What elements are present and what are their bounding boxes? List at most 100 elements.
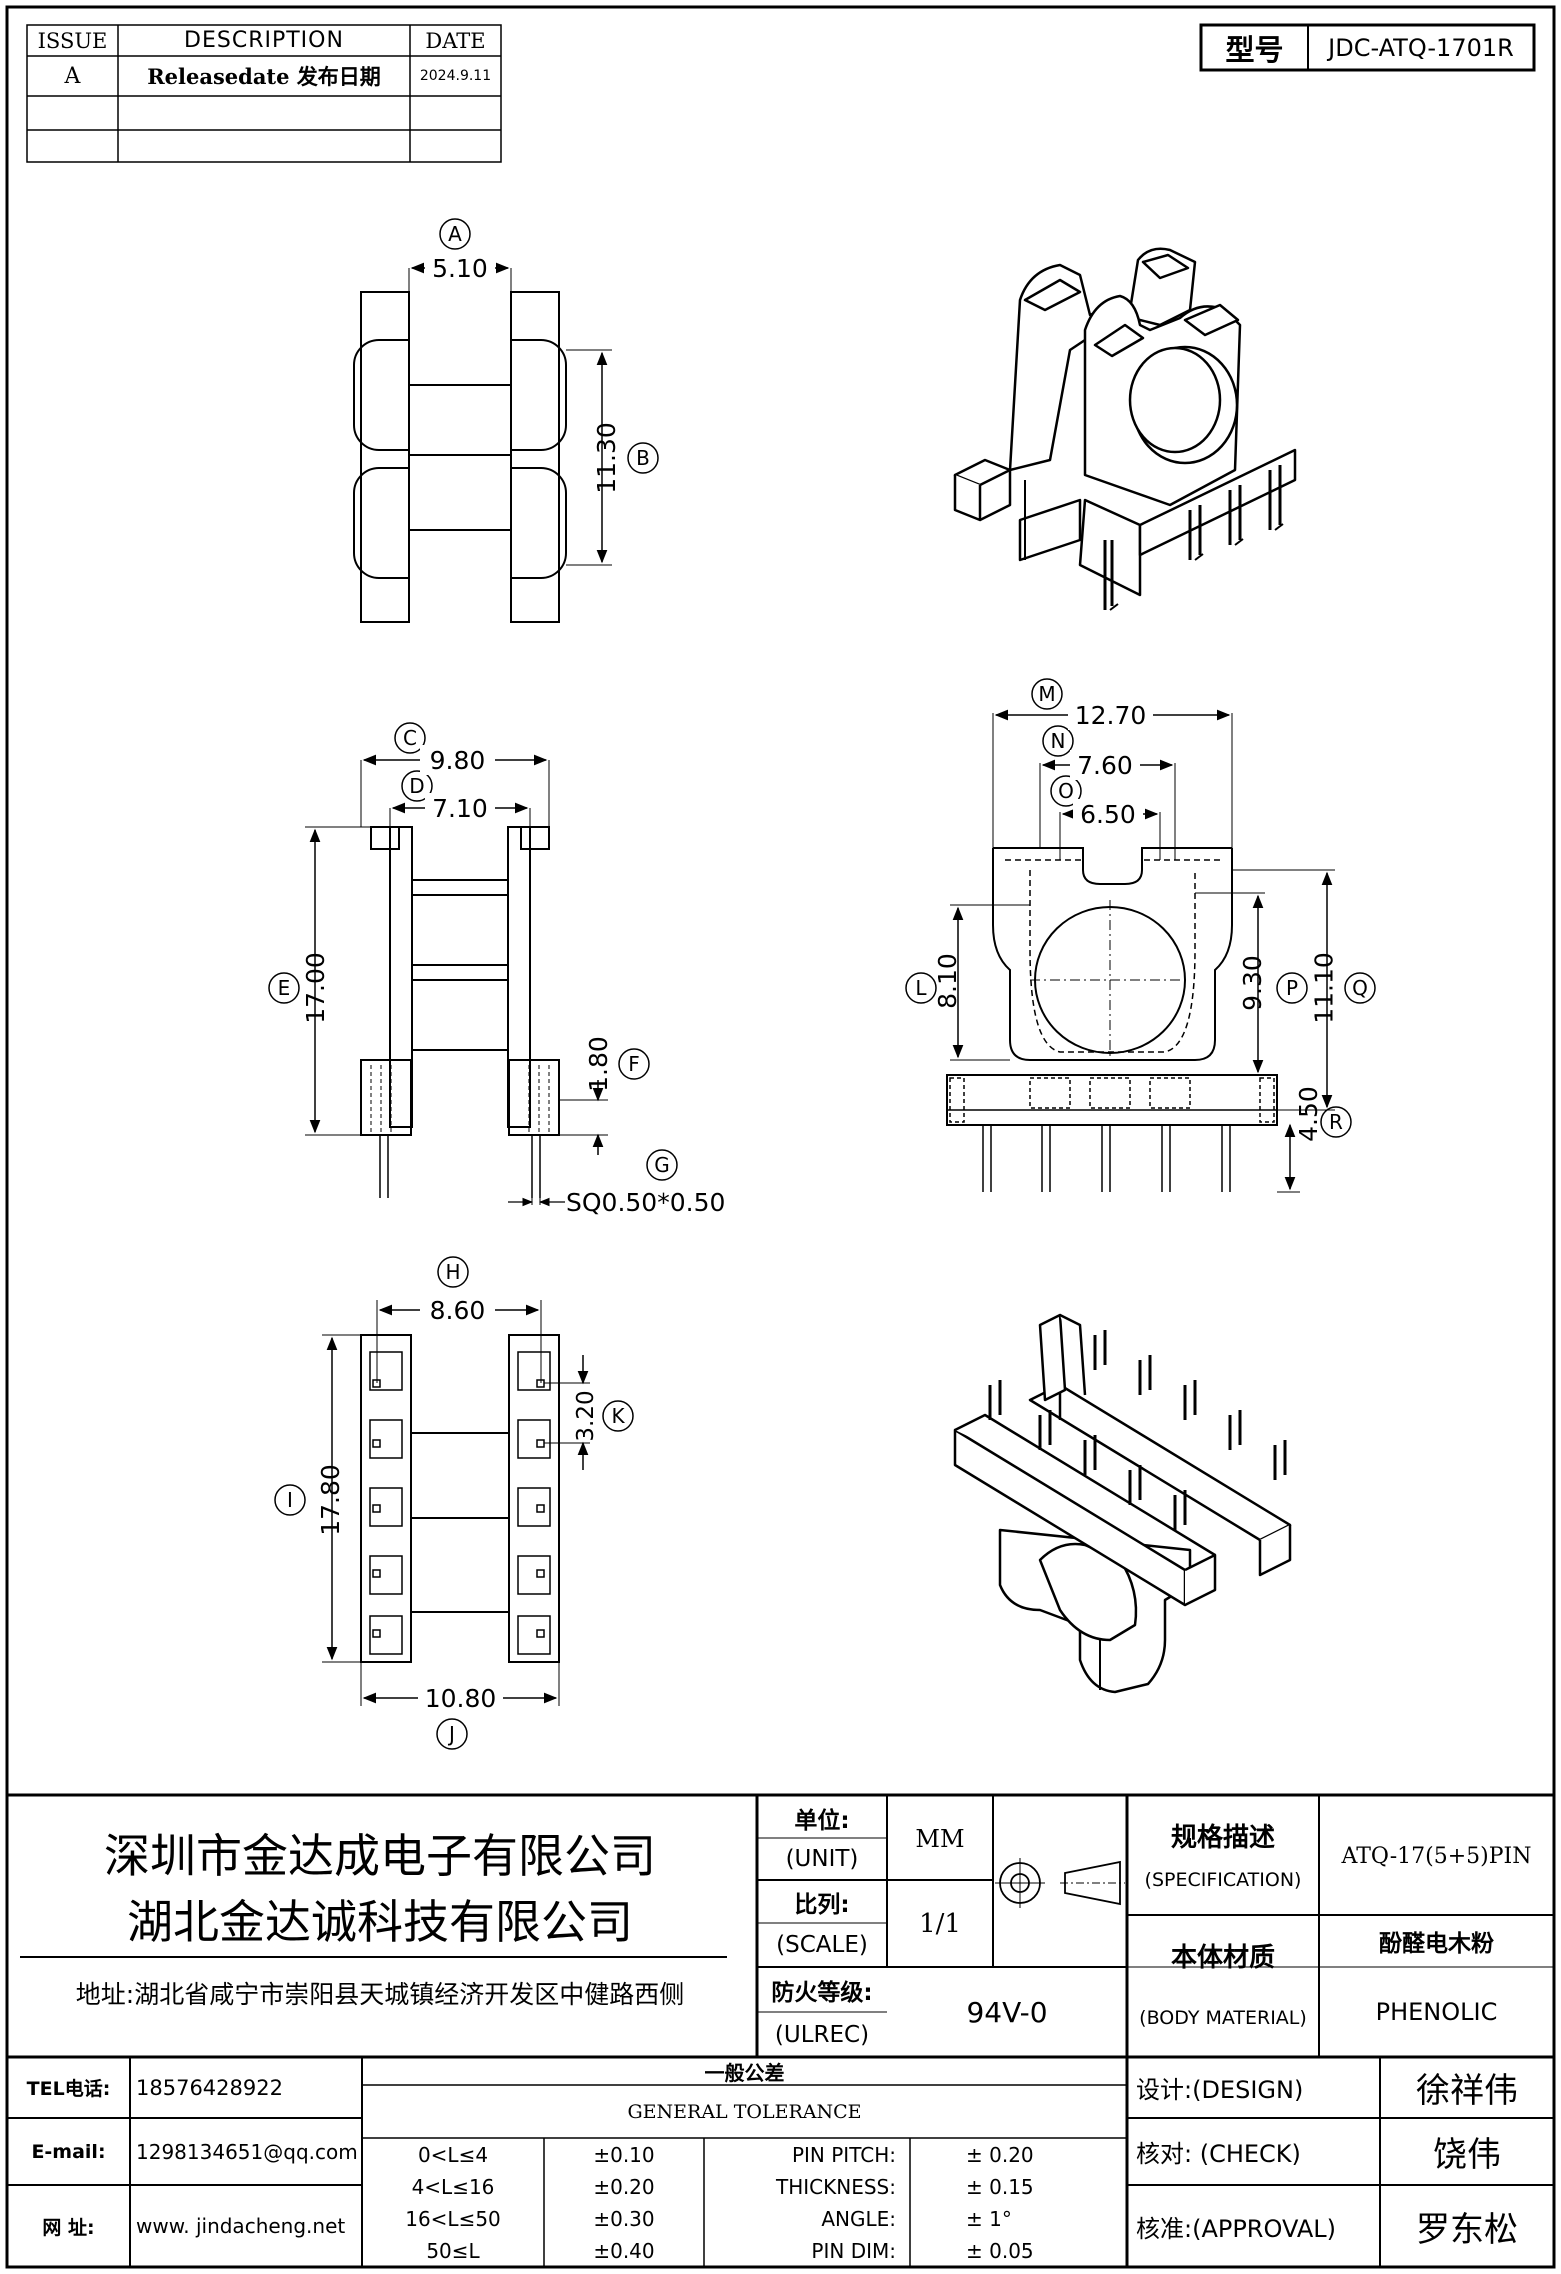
tol-item-1: PIN PITCH: [791, 2143, 896, 2167]
model-label: 型号 [1225, 32, 1284, 67]
dim-f-value: 1.80 [583, 1036, 613, 1092]
balloon-i-label: I [287, 1488, 293, 1512]
tol-item-value-1: ± 0.20 [966, 2143, 1034, 2167]
balloon-g-label: G [654, 1153, 670, 1177]
dim-a-value: 5.10 [425, 253, 495, 283]
rev-row-1-description: Releasedate 发布日期 [147, 64, 381, 89]
tol-range-3: 16<L≤50 [405, 2207, 501, 2231]
fire-value: 94V-0 [966, 1995, 1048, 2029]
email-value: 1298134651@qq.com [136, 2139, 358, 2164]
outer-frame [5, 5, 1556, 2269]
design-name: 徐祥伟 [1416, 2071, 1518, 2111]
dim-q-value: 11.10 [1309, 952, 1338, 1024]
balloon-r-label: R [1329, 1110, 1343, 1134]
dim-i-value: 17.80 [315, 1464, 345, 1536]
front-view-drawing [905, 678, 1376, 1193]
dim-n-value: 7.60 [1070, 750, 1140, 780]
scale-value: 1/1 [919, 1908, 961, 1939]
tol-value-4: ±0.40 [593, 2239, 655, 2263]
dim-b-value: 11.30 [591, 422, 621, 494]
balloon-m-label: M [1038, 682, 1056, 706]
dim-c-value: 9.80 [420, 745, 495, 775]
balloon-d-label: D [409, 774, 425, 798]
tol-value-3: ±0.30 [593, 2207, 655, 2231]
dim-m-value: 12.70 [1068, 700, 1153, 730]
approval-name: 罗东松 [1416, 2209, 1518, 2250]
dim-k-value: 3.20 [573, 1390, 599, 1442]
model-box [1199, 23, 1536, 72]
revision-table-grid [26, 24, 502, 163]
tel-value: 18576428922 [136, 2075, 283, 2100]
balloon-k-label: K [611, 1404, 625, 1428]
balloon-o-label: O [1058, 779, 1074, 803]
balloon-f-label: F [628, 1052, 640, 1076]
unit-label-en: (UNIT) [785, 1846, 859, 1872]
unit-value: MM [915, 1824, 965, 1853]
tol-item-value-2: ± 0.15 [966, 2175, 1034, 2199]
side-view-drawing [268, 722, 678, 1207]
check-label: 核对: (CHECK) [1136, 2140, 1301, 2168]
scale-label-cn: 比列: [794, 1891, 850, 1918]
company-address: 地址:湖北省咸宁市崇阳县天城镇经济开发区中健路西侧 [75, 1980, 685, 2009]
dim-p-value: 9.30 [1237, 955, 1267, 1011]
tolerance-title-cn: 一般公差 [704, 2060, 785, 2085]
tol-range-2: 4<L≤16 [411, 2175, 495, 2199]
dim-d-value: 7.10 [425, 793, 495, 823]
tol-item-4: PIN DIM: [811, 2239, 896, 2263]
balloon-j-label: J [449, 1722, 455, 1746]
balloon-b-label: B [636, 446, 650, 470]
dim-g-value: SQ0.50*0.50 [566, 1187, 726, 1217]
model-value: JDC-ATQ-1701R [1328, 33, 1514, 62]
rev-row-1-issue: A [64, 63, 81, 89]
tol-item-value-4: ± 0.05 [966, 2239, 1034, 2263]
tolerance-title-en: GENERAL TOLERANCE [627, 2100, 862, 2123]
balloon-q-label: Q [1352, 976, 1368, 1000]
web-label: 网 址: [42, 2216, 95, 2239]
tol-item-2: THICKNESS: [776, 2175, 896, 2199]
company-name-1: 深圳市金达成电子有限公司 [104, 1829, 656, 1883]
rev-header-issue: ISSUE [37, 28, 108, 53]
balloon-e-label: E [277, 976, 291, 1000]
balloon-l-label: L [915, 976, 927, 1000]
tol-range-1: 0<L≤4 [417, 2143, 489, 2167]
check-name: 饶伟 [1433, 2135, 1501, 2175]
isometric-view-top [953, 247, 1297, 611]
projection-symbol-icon [995, 1858, 1125, 1908]
company-name-2: 湖北金达诚科技有限公司 [127, 1895, 633, 1949]
material-value-cn: 酚醛电木粉 [1379, 1931, 1494, 1957]
scale-label-en: (SCALE) [776, 1932, 868, 1958]
spec-label-cn: 规格描述 [1170, 1822, 1275, 1853]
fire-label-en: (ULREC) [774, 2021, 870, 2048]
title-block-grid [7, 1795, 1554, 2267]
spec-value: ATQ-17(5+5)PIN [1341, 1843, 1532, 1869]
balloon-n-label: N [1050, 729, 1066, 753]
tol-value-1: ±0.10 [593, 2143, 655, 2167]
approval-label: 核准:(APPROVAL) [1136, 2214, 1336, 2243]
design-label: 设计:(DESIGN) [1136, 2076, 1304, 2104]
rev-header-description: DESCRIPTION [184, 28, 344, 53]
tol-range-4: 50≤L [426, 2239, 480, 2263]
tol-item-3: ANGLE: [821, 2207, 896, 2231]
tol-item-value-3: ± 1° [966, 2207, 1012, 2231]
bottom-view-drawing [274, 1256, 634, 1750]
balloon-p-label: P [1285, 976, 1299, 1000]
rev-row-1-date: 2024.9.11 [419, 68, 492, 84]
fire-label-cn: 防火等级: [771, 1979, 873, 2006]
balloon-c-label: C [403, 726, 417, 750]
tol-value-2: ±0.20 [593, 2175, 655, 2199]
dim-l-value: 8.10 [932, 953, 962, 1009]
tel-label: TEL电话: [26, 2078, 111, 2100]
email-label: E-mail: [31, 2140, 106, 2163]
dim-o-value: 6.50 [1073, 799, 1143, 829]
spec-label-en: (SPECIFICATION) [1144, 1869, 1302, 1891]
material-label-cn: 本体材质 [1170, 1942, 1275, 1973]
dim-r-value: 4.50 [1293, 1086, 1323, 1142]
rev-header-date: DATE [425, 28, 486, 53]
material-label-en: (BODY MATERIAL) [1139, 2007, 1307, 2029]
material-value-en: PHENOLIC [1375, 1998, 1498, 2026]
balloon-h-label: H [445, 1260, 461, 1284]
isometric-view-bottom [953, 1313, 1292, 1694]
dim-h-value: 8.60 [420, 1295, 495, 1325]
